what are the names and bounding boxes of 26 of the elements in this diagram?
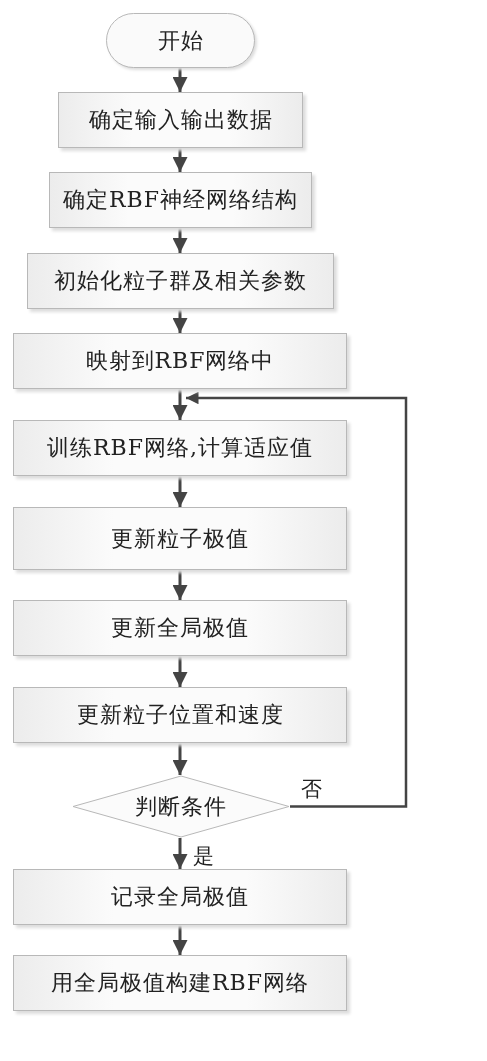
process-box: 确定输入输出数据 xyxy=(58,92,303,148)
edge-label: 否 xyxy=(300,776,323,801)
decision-diamond: 判断条件 xyxy=(72,775,290,838)
arrow xyxy=(172,68,188,92)
arrow xyxy=(172,656,188,687)
arrow xyxy=(172,570,188,600)
arrow xyxy=(172,743,188,775)
arrow xyxy=(172,838,188,869)
edge-label: 是 xyxy=(192,844,215,868)
arrow xyxy=(172,309,188,333)
arrow xyxy=(172,228,188,253)
arrow xyxy=(172,389,188,420)
process-box: 映射到RBF网络中 xyxy=(13,333,347,389)
start-terminal: 开始 xyxy=(106,13,255,68)
process-box: 更新粒子位置和速度 xyxy=(13,687,347,743)
process-box: 更新全局极值 xyxy=(13,600,347,656)
process-box: 记录全局极值 xyxy=(13,869,347,925)
process-box: 初始化粒子群及相关参数 xyxy=(27,253,334,309)
process-box: 训练RBF网络,计算适应值 xyxy=(13,420,347,476)
arrow xyxy=(172,925,188,955)
arrow xyxy=(172,148,188,172)
process-box: 用全局极值构建RBF网络 xyxy=(13,955,347,1011)
arrow xyxy=(186,391,408,808)
process-box: 更新粒子极值 xyxy=(13,507,347,570)
arrow xyxy=(172,476,188,507)
process-box: 确定RBF神经网络结构 xyxy=(49,172,312,228)
